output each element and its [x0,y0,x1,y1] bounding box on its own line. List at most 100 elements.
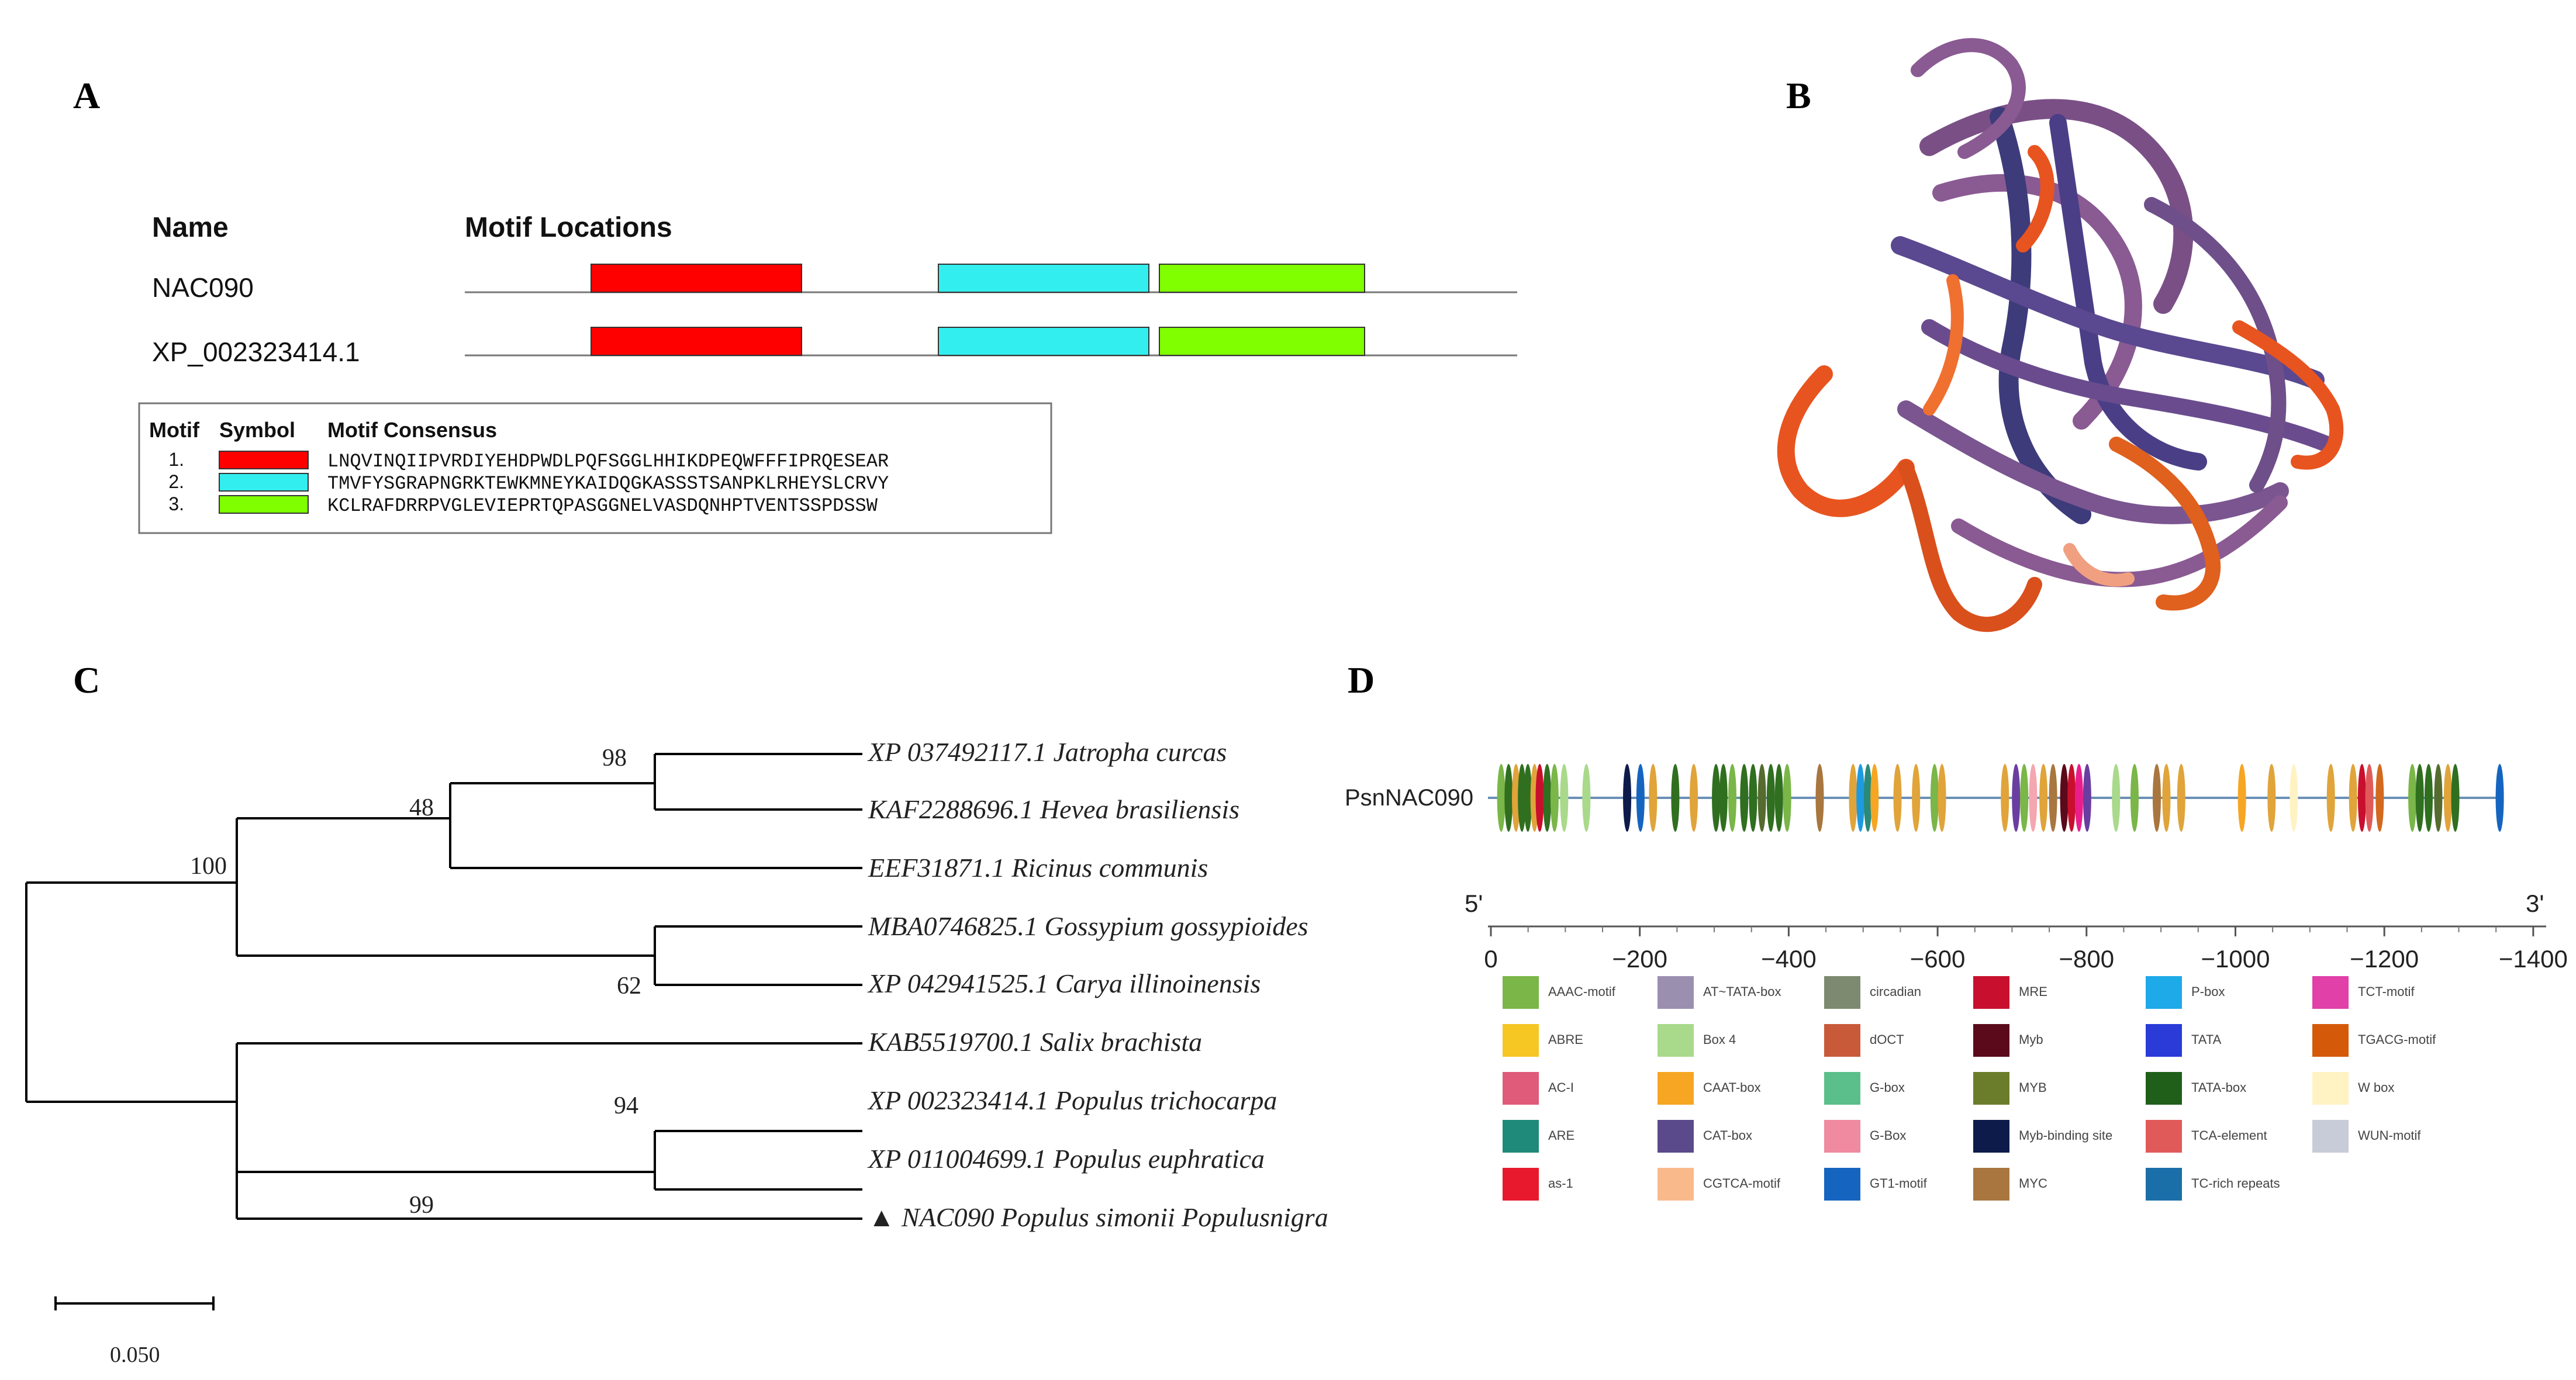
legend-swatch [1503,1072,1539,1105]
cis-element-mark [1560,764,1569,832]
cis-element-mark [2001,764,2009,832]
cis-element-mark [1863,764,1872,832]
legend-swatch [2146,1168,2182,1201]
cis-element-mark [1524,764,1532,832]
cis-element-mark [2415,764,2424,832]
cis-element-mark [2177,764,2185,832]
legend-label: W box [2358,1080,2394,1095]
cis-element-mark [2067,764,2076,832]
cis-element-mark [1649,764,1658,832]
legend-swatch [2312,976,2349,1009]
legend-swatch-1 [219,451,309,469]
taxon-label: XP 011004699.1 Populus euphratica [867,1144,1265,1174]
axis-ticks: 0−200−400−600−800−1000−1200−1400 [1484,926,2568,973]
cis-element-mark [2162,764,2171,832]
legend-swatch [1503,1024,1539,1057]
legend-swatch [1658,1168,1694,1201]
cis-element-mark [2451,764,2460,832]
legend-label: Box 4 [1703,1032,1736,1047]
cis-element-mark [1550,764,1559,832]
legend-swatch [1658,1120,1694,1153]
legend-swatch [2146,1024,2182,1057]
cis-element-mark [1712,764,1721,832]
cis-element-mark [1749,764,1757,832]
legend-label: TATA [2191,1032,2222,1047]
motif-block-3 [1159,264,1365,293]
legend-label: MRE [2019,984,2047,999]
legend-label: TC-rich repeats [2191,1176,2280,1191]
panel-b-letter: B [1786,75,1811,116]
cis-element-mark [1870,764,1879,832]
bootstrap-48: 48 [409,794,434,821]
cis-element-mark [2365,764,2374,832]
legend-swatch [2146,1120,2182,1153]
axis-tick-label: −400 [1761,945,1817,973]
cis-element-mark [1774,764,1783,832]
cis-element-mark [2357,764,2366,832]
legend-swatch [1658,1024,1694,1057]
legend-swatch [2312,1024,2349,1057]
motif-block-1 [591,264,802,293]
cis-element-mark [1497,764,1505,832]
cis-element-mark [1740,764,1749,832]
legend-swatch [1824,1024,1860,1057]
cis-element-mark [1938,764,1946,832]
legend-label: WUN-motif [2358,1128,2421,1143]
axis-tick-label: −1200 [2350,945,2419,973]
phylogenetic-tree [25,753,862,1310]
cis-element-mark [2083,764,2091,832]
legend-swatch [1658,1072,1694,1105]
motif-block-2 [938,264,1149,293]
legend-swatch [1973,1120,2009,1153]
legend-label: circadian [1870,984,1921,999]
legend-label: AAAC-motif [1548,984,1616,999]
legend-label: dOCT [1870,1032,1904,1047]
cis-element-mark [1671,764,1680,832]
taxon-label: ▲ NAC090 Populus simonii Populusnigra [868,1202,1328,1232]
legend-swatch [1824,976,1860,1009]
cis-element-mark [1504,764,1513,832]
legend-swatch [1973,1168,2009,1201]
axis-tick-label: −800 [2059,945,2114,973]
scale-bar-label: 0.050 [110,1343,160,1367]
cis-element-mark [2012,764,2021,832]
cis-element-mark [2290,764,2298,832]
cis-element-mark [2349,764,2357,832]
cis-element-mark [1535,764,1544,832]
cis-element-mark [1728,764,1736,832]
cis-element-mark [1849,764,1857,832]
cis-element-mark [2060,764,2069,832]
bootstrap-62: 62 [617,973,641,999]
row-name-xp-002323414: XP_002323414.1 [152,337,360,367]
cis-element-mark [1623,764,1632,832]
legend-label: G-box [1870,1080,1905,1095]
panel-c-letter: C [73,659,100,701]
cis-element-mark [2029,764,2038,832]
legend-label: TCA-element [2191,1128,2267,1143]
row-name-nac090: NAC090 [152,272,254,303]
bootstrap-99: 99 [409,1192,434,1219]
legend-num-3: 3. [168,493,184,514]
legend-swatch [1973,1024,2009,1057]
legend-label: ARE [1548,1128,1574,1143]
cis-element-mark [1582,764,1591,832]
motif-tracks [465,264,1517,357]
cis-element-mark [1636,764,1645,832]
legend-swatch [1503,976,1539,1009]
cis-element-mark [2375,764,2384,832]
cis-element-mark [2495,764,2504,832]
protein-structure-image [1777,38,2344,632]
legend-label: CAAT-box [1703,1080,1761,1095]
cis-element-mark [1757,764,1766,832]
cis-element-mark [1815,764,1824,832]
cis-element-mark [2237,764,2246,832]
legend-swatch-3 [219,495,309,514]
panel-d: D PsnNAC090 5' 3' 0−200−400−600−800−1000… [1345,659,2568,1201]
axis-tick-label: −200 [1612,945,1667,973]
legend-label: P-box [2191,984,2225,999]
legend-swatch [1973,1072,2009,1105]
taxon-label: KAF2288696.1 Hevea brasiliensis [868,794,1239,824]
cis-element-mark [1543,764,1552,832]
legend-swatch-2 [219,473,309,492]
